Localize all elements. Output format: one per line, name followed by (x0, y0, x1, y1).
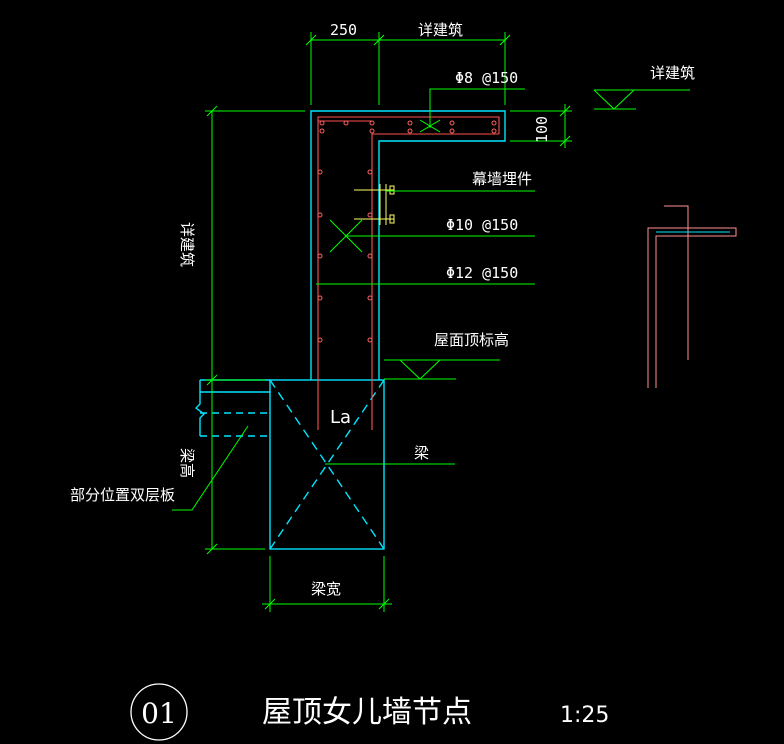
rebar-dot (491, 128, 497, 134)
beam-cross-2 (269, 379, 385, 550)
rebar-dot (367, 212, 373, 218)
label-embed: 幕墙埋件 (472, 170, 532, 188)
rebar-dot (319, 120, 325, 126)
label-roof-level: 屋面顶标高 (434, 331, 509, 349)
rebar-dot (343, 120, 349, 126)
rebar-dot (367, 295, 373, 301)
dim-250: 250 (330, 21, 357, 39)
title-block: 01 屋顶女儿墙节点 1:25 (130, 683, 609, 741)
label-rebar-low: Φ12 @150 (446, 264, 518, 282)
beam-cross-1 (269, 379, 385, 550)
rebar-dot (367, 253, 373, 259)
rebar-dot (317, 337, 323, 343)
symbol-arch-right: 详建筑 (650, 64, 695, 82)
dim-beam-width: 梁宽 (311, 580, 341, 598)
rebar-dot (449, 120, 455, 126)
rebar-dot (317, 253, 323, 259)
label-beam: 梁 (414, 444, 429, 462)
parapet-outline (310, 110, 506, 380)
rebar-dot (317, 212, 323, 218)
label-double-slab: 部分位置双层板 (70, 486, 175, 504)
rebar-inner (371, 133, 499, 430)
rebar-dot (367, 337, 373, 343)
label-anchorage: La (330, 407, 351, 428)
rebar-dot (367, 169, 373, 175)
dim-arch-left: 详建筑 (178, 222, 196, 267)
rebar-dot (317, 169, 323, 175)
title-scale: 1:25 (560, 703, 609, 728)
title-name: 屋顶女儿墙节点 (262, 695, 472, 730)
rebar-dot (449, 128, 455, 134)
rebar-dot (317, 295, 323, 301)
rebar-outer (317, 116, 500, 430)
label-rebar-mid: Φ10 @150 (446, 216, 518, 234)
dim-beam-height: 梁高 (178, 448, 196, 478)
rebar-dot (407, 128, 413, 134)
right-elevation (647, 205, 737, 388)
leaders (172, 32, 690, 612)
slab-break (194, 380, 206, 436)
rebar-dot (491, 120, 497, 126)
rebar-dot (369, 128, 375, 134)
rebar-dots (317, 120, 497, 343)
rebar-dot (407, 120, 413, 126)
label-rebar-top: Φ8 @150 (455, 69, 518, 87)
title-number-circle (130, 683, 188, 741)
dim-100: 100 (533, 116, 551, 143)
title-number: 01 (141, 697, 177, 730)
concrete-outline (194, 110, 506, 550)
rebar-dot (319, 128, 325, 134)
curtain-wall-embed (354, 184, 395, 225)
dim-arch-top: 详建筑 (418, 21, 463, 39)
rebar-dot (369, 120, 375, 126)
